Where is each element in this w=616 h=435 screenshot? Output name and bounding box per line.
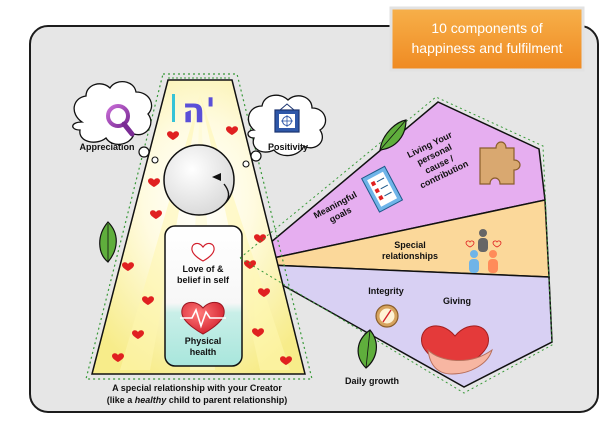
- heart-icon: [132, 330, 144, 339]
- outline-heart-icon: [191, 242, 215, 262]
- leaf-icon: [379, 119, 407, 151]
- divine-name-glyph: ה': [182, 91, 216, 131]
- people-icon: [465, 229, 502, 273]
- heart-icon: [150, 210, 162, 219]
- label-health-line-1: Physical: [185, 336, 222, 346]
- heart-icon: [254, 234, 266, 243]
- framed-picture-icon: [274, 103, 300, 133]
- label-positivity: Positivity: [268, 142, 308, 152]
- scattered-hearts: [112, 126, 292, 365]
- face-eye: [212, 173, 221, 181]
- caption-line-2-start: (like a: [107, 395, 135, 405]
- title-line-1: 10 components of: [431, 20, 542, 36]
- thought-bubble-positivity: Positivity: [242, 94, 327, 168]
- heartbeat-heart-icon: [180, 301, 226, 335]
- heart-icon: [122, 262, 134, 271]
- label-appreciation: Appreciation: [79, 142, 134, 152]
- caption-line-2: (like a healthy child to parent relation…: [107, 395, 288, 405]
- label-relationships-line-1: Special: [394, 240, 426, 250]
- caption-line-2-emphasis: healthy: [135, 395, 168, 405]
- heart-icon: [142, 296, 154, 305]
- heart-icon: [148, 178, 160, 187]
- magnifying-glass-icon: [106, 104, 135, 137]
- compass-icon: [375, 304, 399, 328]
- caption-line-2-end: child to parent relationship): [166, 395, 287, 405]
- title-box: 10 components of happiness and fulfilmen…: [389, 6, 585, 72]
- label-relationships-line-2: relationships: [382, 251, 438, 261]
- leaf-icon: [357, 329, 377, 369]
- label-daily-growth: Daily growth: [345, 376, 399, 386]
- checklist-icon: [360, 165, 404, 213]
- label-giving: Giving: [443, 296, 471, 306]
- heart-icon: [167, 131, 179, 140]
- heart-icon: [252, 328, 264, 337]
- thought-bubble-appreciation: Appreciation: [72, 81, 159, 164]
- caption-line-1: A special relationship with your Creator: [112, 383, 282, 393]
- glyph-accent: [172, 94, 175, 122]
- label-integrity: Integrity: [368, 286, 404, 296]
- title-line-2: happiness and fulfilment: [412, 40, 563, 56]
- heart-icon: [112, 353, 124, 362]
- label-love-line-1: Love of &: [182, 264, 224, 274]
- heart-icon: [226, 126, 238, 135]
- heart-icon: [258, 288, 270, 297]
- label-love-line-2: belief in self: [177, 275, 230, 285]
- puzzle-piece-icon: [479, 141, 521, 185]
- smiling-face: [163, 144, 235, 216]
- self-panel: Love of & belief in self Physical health: [164, 225, 243, 367]
- heart-in-hands-icon: [421, 325, 493, 375]
- leaf-icon: [99, 221, 117, 263]
- label-health-line-2: health: [190, 347, 217, 357]
- heart-icon: [280, 356, 292, 365]
- face-smile: [223, 183, 230, 203]
